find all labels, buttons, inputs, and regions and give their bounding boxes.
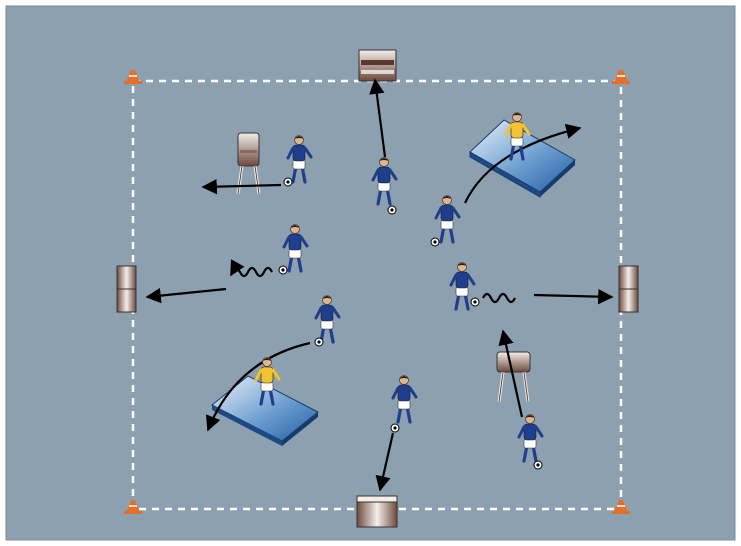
soccer-ball-icon xyxy=(534,461,542,469)
mini-goal-top-icon xyxy=(359,50,396,81)
mini-goal-bottom-icon xyxy=(357,496,397,527)
soccer-ball-icon xyxy=(315,338,323,346)
soccer-ball-icon xyxy=(391,424,399,432)
soccer-ball-icon xyxy=(471,298,479,306)
soccer-ball-icon xyxy=(279,266,287,274)
soccer-ball-icon xyxy=(284,178,292,186)
mini-goal-left-icon xyxy=(117,266,136,312)
soccer-ball-icon xyxy=(388,206,396,214)
soccer-ball-icon xyxy=(431,238,439,246)
mini-goal-right-icon xyxy=(619,266,638,312)
